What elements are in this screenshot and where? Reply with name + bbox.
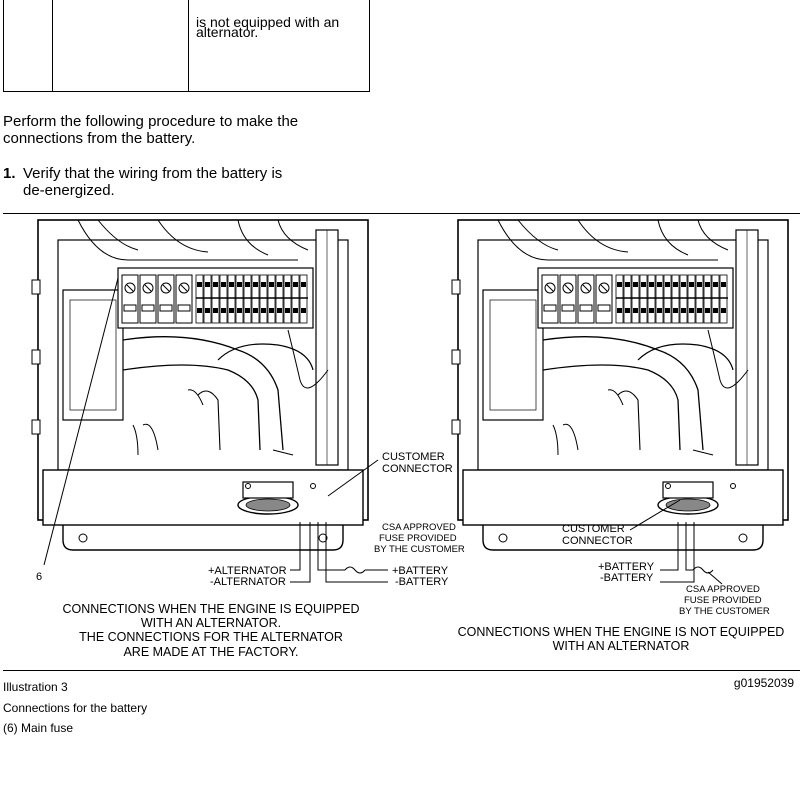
right-csa-label: FUSE PROVIDED [684, 595, 762, 606]
right-customer-connector-label: CONNECTOR [562, 535, 633, 547]
right-plus-battery: +BATTERY [598, 561, 655, 573]
table-cell-partial-text: is not equipped with an [196, 14, 340, 30]
right-customer-connector-label: CUSTOMER [562, 523, 625, 535]
left-enclosure-drawing [31, 219, 369, 551]
left-minus-alternator: -ALTERNATOR [210, 576, 286, 588]
table-column-divider [188, 0, 189, 91]
left-csa-label: BY THE CUSTOMER [374, 544, 465, 555]
table-column-divider [52, 0, 53, 91]
callout-legend: (6) Main fuse [3, 721, 74, 735]
step-line: de-energized. [23, 182, 115, 199]
left-minus-battery: -BATTERY [395, 576, 449, 588]
right-enclosure-drawing [451, 219, 789, 551]
step-line: Verify that the wiring from the battery … [23, 165, 283, 182]
left-caption-line: ARE MADE AT THE FACTORY. [123, 645, 298, 659]
left-plus-alternator: +ALTERNATOR [208, 565, 287, 577]
left-csa-label: FUSE PROVIDED [379, 533, 457, 544]
requirements-table-fragment: is not equipped with an alternator. [3, 0, 370, 92]
figure-top-rule [3, 213, 800, 214]
illustration-caption: Connections for the battery [3, 701, 148, 715]
image-id: g01952039 [733, 676, 794, 690]
left-caption-line: WITH AN ALTERNATOR. [141, 616, 281, 630]
table-cell-text: alternator. [196, 24, 259, 40]
intro-line: connections from the battery. [3, 130, 196, 147]
step-number: 1. [3, 165, 16, 182]
figure-bottom-rule [3, 670, 800, 671]
illustration-number: Illustration 3 [3, 680, 68, 694]
right-minus-battery: -BATTERY [600, 572, 654, 584]
right-csa-label: BY THE CUSTOMER [679, 606, 770, 617]
right-csa-label: CSA APPROVED [686, 584, 760, 595]
left-customer-connector-label: CUSTOMER [382, 451, 445, 463]
intro-paragraph: Perform the following procedure to make … [3, 113, 298, 147]
step-1: 1. Verify that the wiring from the batte… [3, 165, 323, 199]
left-caption-line: CONNECTIONS WHEN THE ENGINE IS EQUIPPED [62, 602, 359, 616]
left-csa-label: CSA APPROVED [382, 522, 456, 533]
battery-connection-illustration: 6 CUSTOMER CONNECTOR CSA APPROVED FUSE P… [31, 219, 789, 659]
intro-line: Perform the following procedure to make … [3, 113, 299, 130]
left-caption-line: THE CONNECTIONS FOR THE ALTERNATOR [79, 630, 343, 644]
right-caption-line: CONNECTIONS WHEN THE ENGINE IS NOT EQUIP… [458, 625, 785, 639]
left-plus-battery: +BATTERY [392, 565, 449, 577]
left-customer-connector-label: CONNECTOR [382, 463, 453, 475]
right-caption-line: WITH AN ALTERNATOR [553, 639, 690, 653]
callout-6: 6 [36, 571, 42, 583]
